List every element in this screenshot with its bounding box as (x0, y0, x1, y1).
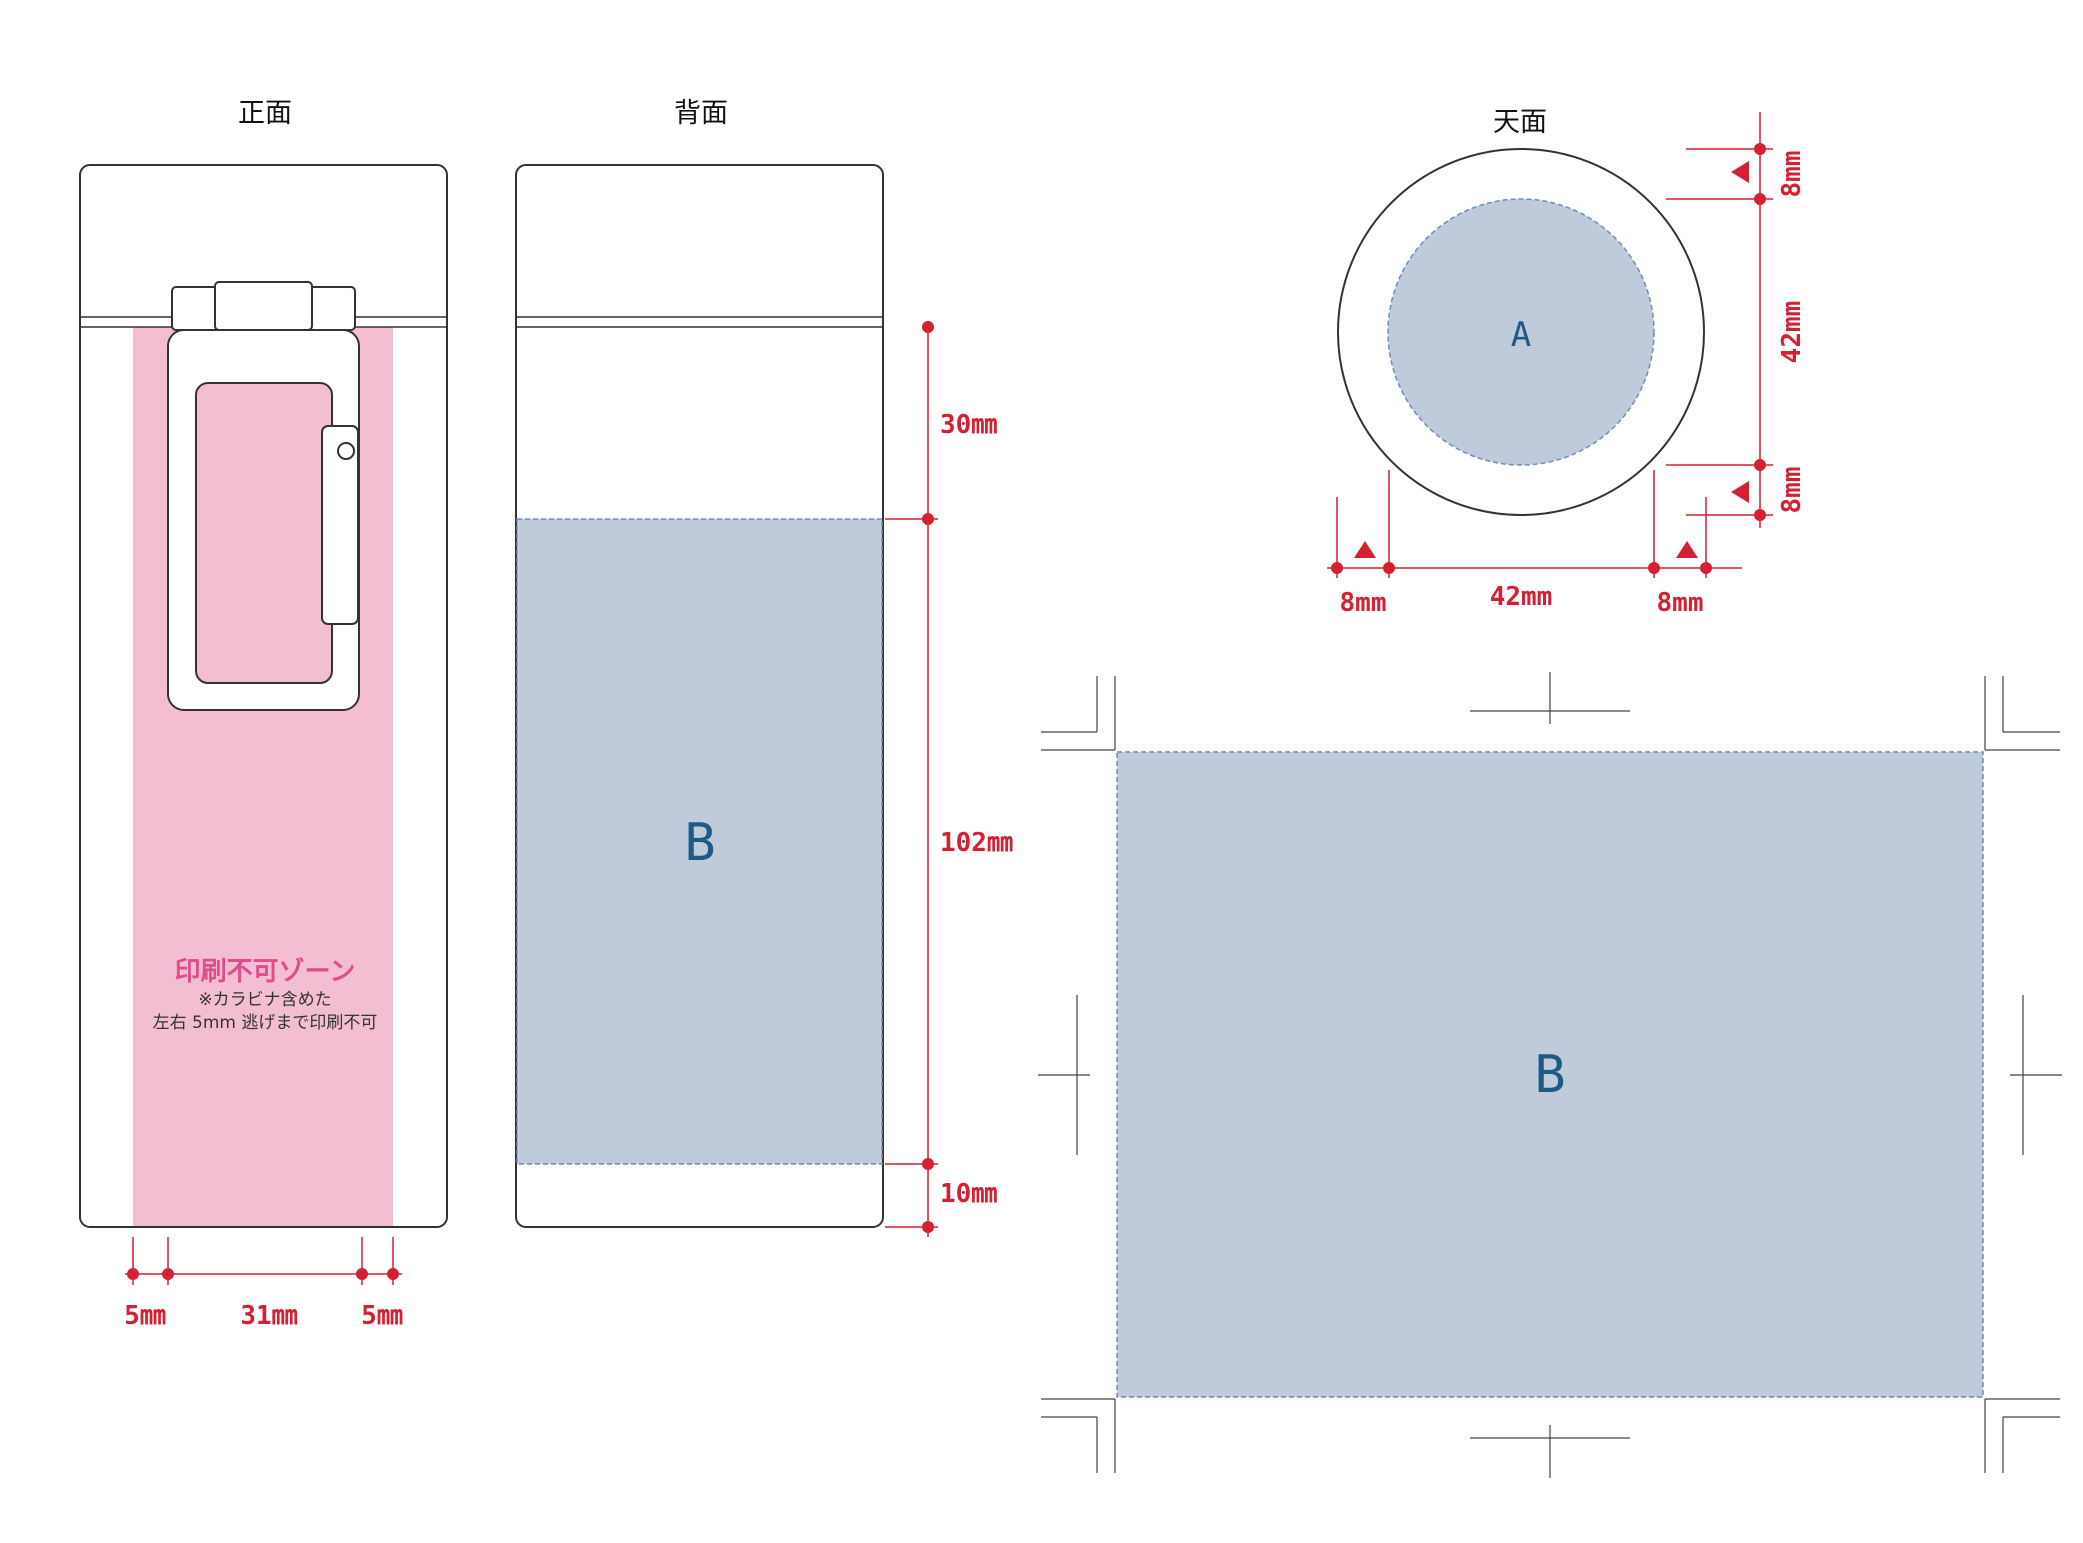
no-print-zone-title: 印刷不可ゾーン (175, 956, 356, 987)
top-dim-v-bottom: 8mm (1777, 467, 1807, 514)
top-dim-h-left: 8mm (1340, 588, 1387, 618)
back-dimension-line (885, 321, 938, 1237)
triangle-marker (1354, 541, 1376, 558)
top-dim-v-top: 8mm (1777, 151, 1807, 198)
crop-marks (1038, 672, 2062, 1478)
top-print-zone-label: A (1511, 315, 1531, 355)
front-dimension-line (125, 1237, 402, 1285)
back-print-zone (516, 518, 883, 1165)
no-print-zone-note-1: ※カラビナ含めた (198, 990, 331, 1010)
front-view-title: 正面 (238, 98, 292, 129)
back-dim-middle: 102㎜ (940, 828, 1013, 858)
top-dim-h-right: 8mm (1657, 588, 1704, 618)
back-view: 背面 B 30㎜ 102㎜ 10㎜ (515, 98, 1013, 1237)
top-horizontal-dimension (1327, 470, 1742, 578)
triangle-marker (1731, 161, 1749, 183)
flat-print-zone-label: B (1534, 1045, 1565, 1105)
front-dim-left: 5㎜ (124, 1301, 166, 1331)
flat-print-area: B (1038, 672, 2062, 1478)
front-view: 正面 印刷不可ゾーン ※カラビナ含めた 左右 5mm 逃げまで印刷不可 (79, 98, 448, 1331)
top-view: 天面 A 8mm 42mm 8mm (1327, 107, 1807, 618)
back-view-title: 背面 (674, 98, 728, 129)
back-dim-bottom: 10㎜ (940, 1179, 997, 1209)
top-view-title: 天面 (1493, 107, 1547, 138)
triangle-marker (1731, 481, 1749, 503)
front-dim-center: 31㎜ (240, 1301, 297, 1331)
top-print-zone (1387, 198, 1655, 466)
back-print-zone-label: B (684, 813, 715, 873)
top-dim-h-center: 42mm (1490, 582, 1553, 612)
back-dim-top: 30㎜ (940, 410, 997, 440)
top-vertical-dimension (1666, 112, 1773, 528)
no-print-zone-note-2: 左右 5mm 逃げまで印刷不可 (153, 1013, 378, 1033)
flat-print-zone (1116, 751, 1984, 1398)
carabiner (167, 281, 360, 711)
triangle-marker (1676, 541, 1698, 558)
top-dim-v-center: 42mm (1777, 301, 1807, 364)
front-dim-right: 5㎜ (361, 1301, 403, 1331)
